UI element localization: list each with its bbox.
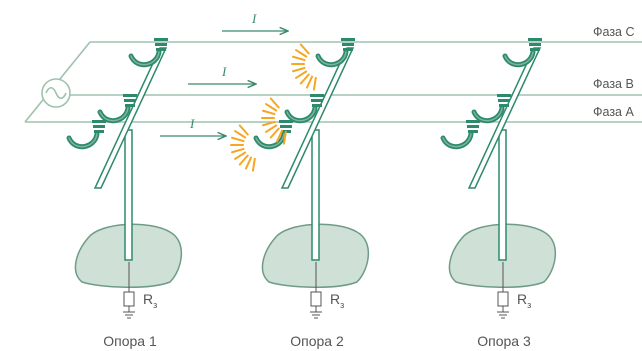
support-1-label: Опора 1 xyxy=(103,333,157,349)
insulator-icon xyxy=(284,94,324,124)
phase-c-label: Фаза C xyxy=(593,25,635,39)
ground-resistor-icon xyxy=(123,262,135,319)
tower-pole xyxy=(124,129,133,261)
current-label-c: I xyxy=(251,11,257,26)
tower-1 xyxy=(66,38,183,319)
phase-b-label: Фаза B xyxy=(593,77,634,91)
ground-resistor-icon xyxy=(310,262,322,319)
current-label-a: I xyxy=(189,116,195,131)
current-label-b: I xyxy=(221,64,227,79)
insulator-icon xyxy=(502,38,542,68)
tower-3 xyxy=(440,38,557,319)
current-arrows: I I I xyxy=(160,11,288,136)
resistor-3-label: Rз xyxy=(517,291,531,310)
tower-pole xyxy=(311,129,320,261)
insulator-icon xyxy=(315,38,355,68)
insulator-icon xyxy=(97,94,137,124)
ground-resistor-icon xyxy=(497,262,509,319)
insulator-icon xyxy=(66,120,106,150)
tower-2 xyxy=(230,38,370,319)
support-2-label: Опора 2 xyxy=(290,333,344,349)
ac-source-icon xyxy=(41,78,71,108)
resistor-2-label: Rз xyxy=(330,291,344,310)
phase-a-label: Фаза A xyxy=(593,105,634,119)
flashover-arc xyxy=(261,97,287,145)
flashover-arc xyxy=(291,43,317,91)
support-3-label: Опора 3 xyxy=(477,333,531,349)
flashover-arc xyxy=(230,124,256,172)
insulator-icon xyxy=(128,38,168,68)
tower-pole xyxy=(498,129,507,261)
insulator-icon xyxy=(440,120,480,150)
resistor-1-label: Rз xyxy=(143,291,157,310)
insulator-icon xyxy=(471,94,511,124)
